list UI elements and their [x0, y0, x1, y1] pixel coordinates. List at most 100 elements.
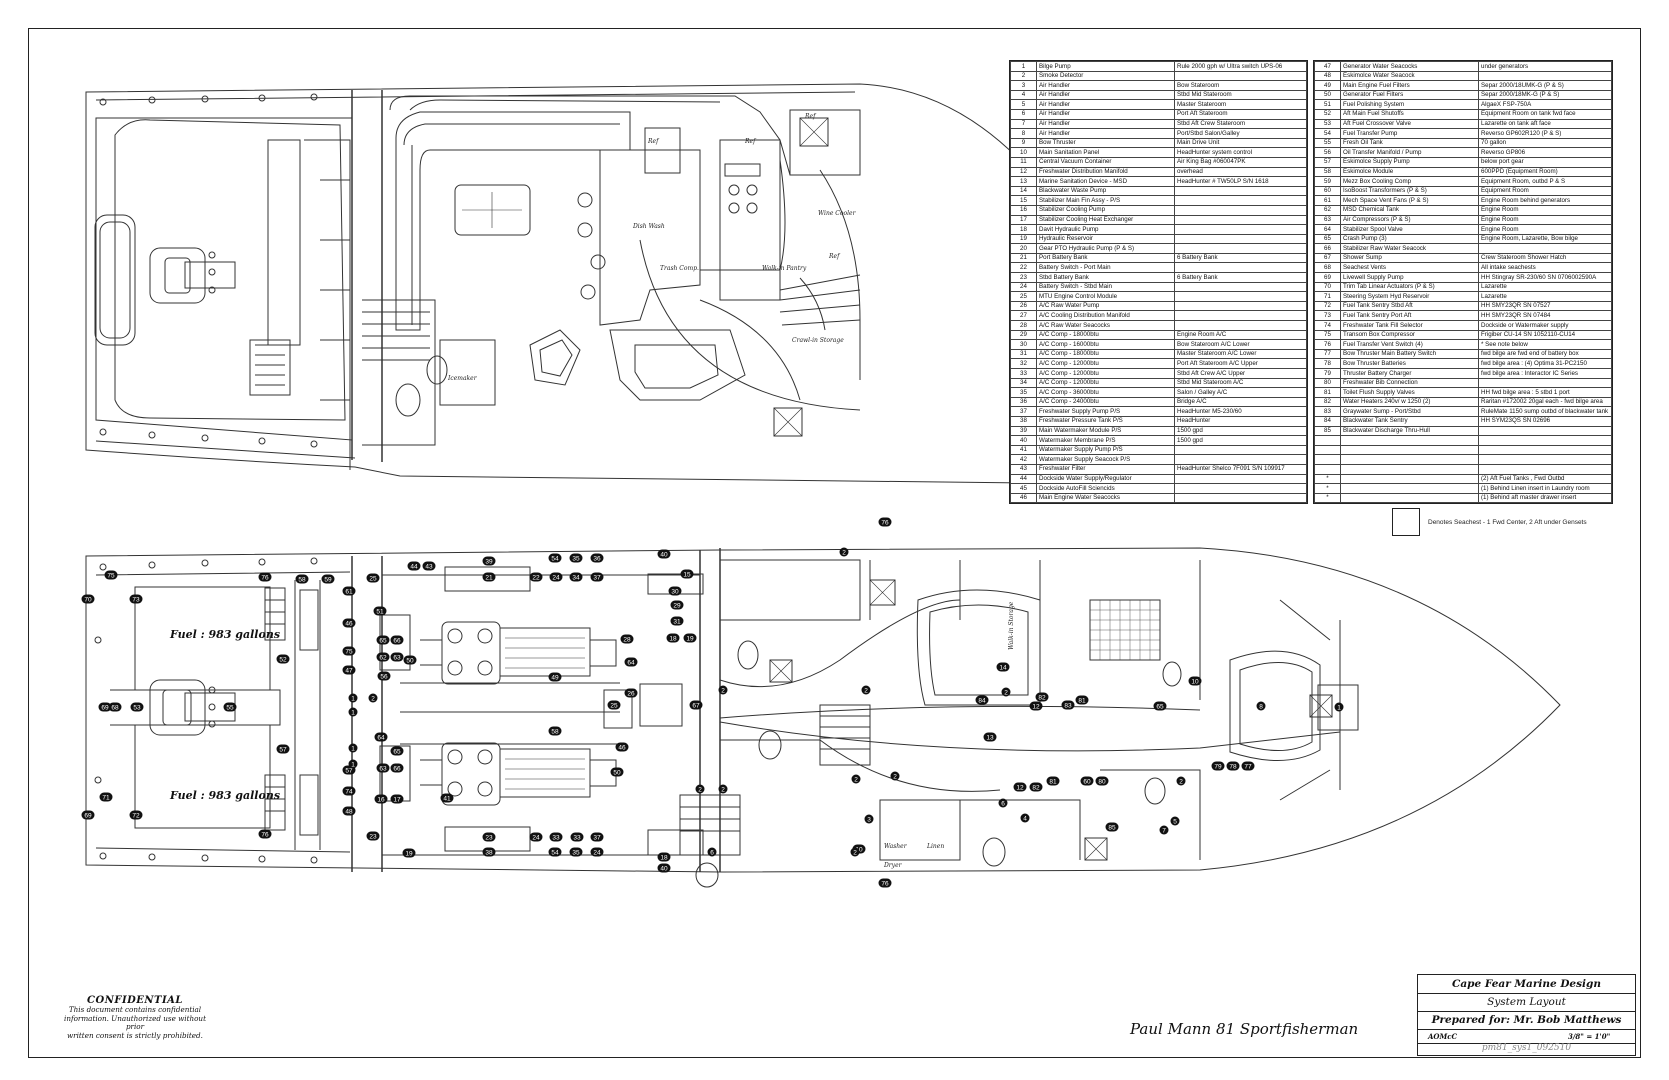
- marker-badge: [657, 863, 671, 873]
- item-number: 13: [1010, 176, 1037, 187]
- marker-badge: [81, 810, 95, 820]
- marker-badge: [98, 702, 112, 712]
- item-detail: HeadHunter system control: [1174, 147, 1307, 158]
- system-row: *(1) Behind Linen insert in Laundry room: [1314, 483, 1612, 494]
- system-marker: 3: [864, 814, 874, 824]
- item-detail: Engine Room: [1478, 224, 1612, 235]
- marker-badge: [975, 695, 989, 705]
- system-marker: 31: [670, 616, 684, 626]
- item-detail: [1174, 224, 1307, 235]
- firm-name: Cape Fear Marine Design: [1452, 978, 1601, 990]
- item-name: Watermaker Membrane P/S: [1036, 435, 1175, 446]
- item-name: Blackwater Tank Sentry: [1340, 415, 1479, 427]
- item-name: A/C Comp - 36000btu: [1036, 387, 1175, 398]
- marker-badge: [569, 572, 583, 582]
- system-marker: 58: [548, 726, 562, 736]
- system-marker: 76: [258, 572, 272, 582]
- item-number: 24: [1010, 281, 1037, 293]
- item-name: Freshwater Tank Fill Selector: [1340, 320, 1479, 331]
- marker-label: 2: [721, 787, 725, 794]
- item-name: Freshwater Pressure Tank P/S: [1036, 415, 1175, 427]
- system-marker: 85: [1105, 822, 1119, 832]
- marker-badge: [99, 792, 113, 802]
- marker-badge: [108, 702, 122, 712]
- marker-badge: [342, 618, 356, 628]
- system-marker: 65: [390, 746, 404, 756]
- marker-label: 7: [1162, 828, 1166, 835]
- marker-label: 4: [1023, 816, 1027, 823]
- item-detail: Equipment Room: [1478, 185, 1612, 197]
- marker-badge: [276, 744, 290, 754]
- system-marker: 81: [1046, 776, 1060, 786]
- marker-badge: [657, 852, 671, 862]
- system-marker: 75: [342, 646, 356, 656]
- scale: 3/8" = 1'0": [1568, 1032, 1611, 1041]
- marker-label: 2: [854, 777, 858, 784]
- item-number: 27: [1010, 310, 1037, 322]
- item-number: 41: [1010, 444, 1037, 456]
- system-marker: 69: [81, 810, 95, 820]
- item-number: [1314, 435, 1341, 446]
- item-name: Stbd Battery Bank: [1036, 272, 1175, 283]
- item-name: Main Watermaker Module P/S: [1036, 425, 1175, 437]
- marker-label: 10: [855, 847, 863, 854]
- item-name: Air Handler: [1036, 118, 1175, 130]
- system-marker: 65: [376, 635, 390, 645]
- marker-label: 59: [324, 577, 332, 584]
- marker-label: 16: [377, 797, 385, 804]
- system-marker: 1: [348, 693, 358, 703]
- item-name: [1340, 483, 1479, 494]
- system-marker: 18: [657, 852, 671, 862]
- marker-badge: [390, 763, 404, 773]
- marker-badge: [864, 814, 874, 824]
- marker-label: 76: [261, 832, 269, 839]
- item-detail: Lazarette on tank aft face: [1478, 118, 1612, 130]
- item-detail: [1174, 444, 1307, 456]
- item-number: 34: [1010, 377, 1037, 389]
- marker-badge: [1211, 761, 1225, 771]
- confidential-notice: CONFIDENTIAL This document contains conf…: [55, 995, 215, 1040]
- item-detail: 1500 gpd: [1174, 425, 1307, 437]
- marker-label: 44: [410, 564, 418, 571]
- marker-badge: [1256, 701, 1266, 711]
- system-marker: 1: [1334, 702, 1344, 712]
- item-name: A/C Comp - 12000btu: [1036, 377, 1175, 389]
- marker-badge: [624, 657, 638, 667]
- item-detail: RuleMate 1150 sump outbd of blackwater t…: [1478, 406, 1612, 417]
- item-name: Watermaker Supply Pump P/S: [1036, 444, 1175, 456]
- confidential-heading: CONFIDENTIAL: [87, 995, 183, 1006]
- system-marker: 7: [1159, 825, 1169, 835]
- marker-label: 2: [698, 787, 702, 794]
- marker-badge: [666, 633, 680, 643]
- marker-badge: [348, 693, 358, 703]
- item-name: Fuel Tank Sentry Port Aft: [1340, 310, 1479, 322]
- marker-label: 34: [572, 575, 580, 582]
- marker-badge: [377, 671, 391, 681]
- marker-badge: [548, 672, 562, 682]
- item-name: Transom Box Compressor: [1340, 329, 1479, 341]
- item-number: 31: [1010, 348, 1037, 360]
- item-detail: 70 gallon: [1478, 137, 1612, 149]
- item-number: 44: [1010, 473, 1037, 485]
- marker-badge: [657, 549, 671, 559]
- label-dish-wash: Dish Wash: [633, 223, 665, 230]
- system-marker: 12: [1013, 782, 1027, 792]
- marker-label: 54: [551, 556, 559, 563]
- system-marker: 15: [680, 569, 694, 579]
- marker-badge: [1334, 702, 1344, 712]
- system-marker: 70: [81, 594, 95, 604]
- marker-badge: [390, 652, 404, 662]
